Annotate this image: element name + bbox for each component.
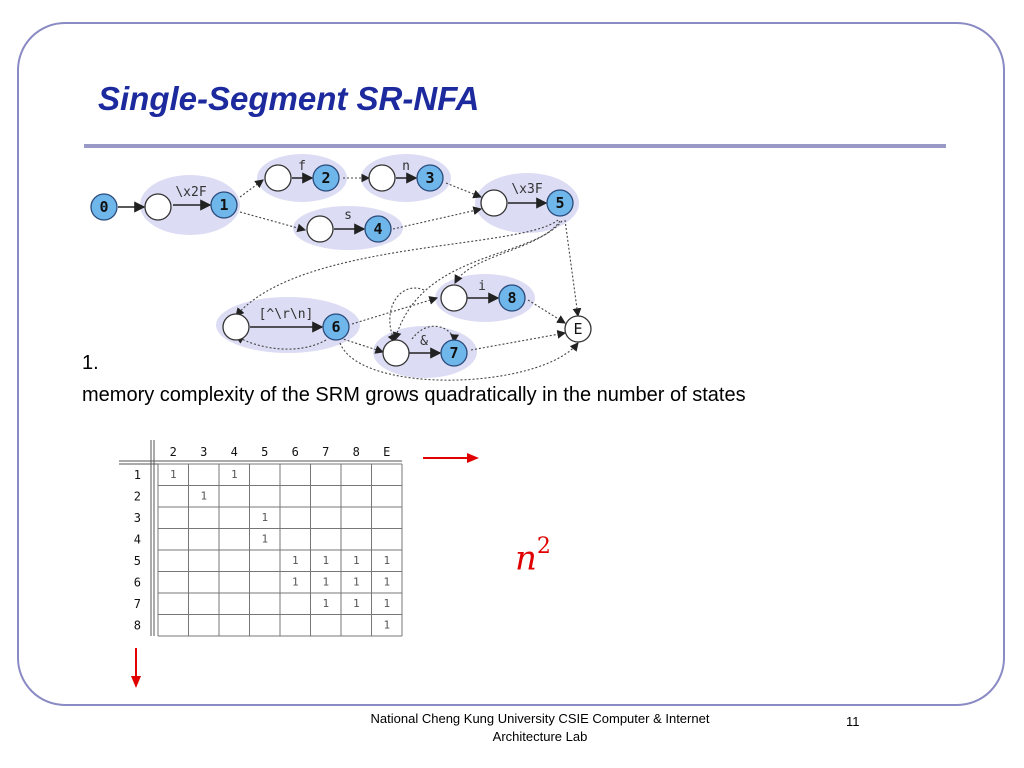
matrix-col-header: 3: [200, 445, 207, 459]
node-0: [90, 193, 118, 221]
edge-label-f: f: [298, 159, 306, 174]
edge-label-class: [^\r\n]: [259, 307, 314, 322]
matrix-cell: 1: [261, 511, 268, 524]
node-accept-e: [564, 315, 592, 343]
matrix-row-header: 6: [134, 576, 141, 590]
node-6-label: 6: [331, 318, 340, 336]
matrix-cell: 1: [322, 576, 329, 589]
n-squared-formula: n2: [515, 534, 551, 579]
matrix-row-header: 4: [134, 533, 141, 547]
node-blank-b: [264, 164, 292, 192]
title-divider: [84, 144, 946, 148]
matrix-col-header: 2: [170, 445, 177, 459]
edge-label-n: n: [402, 159, 410, 174]
matrix-cell: 1: [353, 597, 360, 610]
matrix-cell: 1: [383, 619, 390, 632]
formula-exponent: 2: [536, 534, 551, 559]
node-0-label: 0: [99, 198, 108, 216]
matrix-cell: 1: [292, 554, 299, 567]
slide-title: Single-Segment SR-NFA: [98, 80, 480, 117]
matrix-col-header: 8: [353, 445, 360, 459]
node-blank-a: [144, 193, 172, 221]
matrix-cell: 1: [353, 576, 360, 589]
node-5-label: 5: [555, 194, 564, 212]
matrix-cell: 1: [353, 554, 360, 567]
footer: National Cheng Kung University CSIE Comp…: [330, 710, 750, 746]
point-text: memory complexity of the SRM grows quadr…: [82, 384, 746, 406]
node-3-label: 3: [425, 169, 434, 187]
node-blank-d: [306, 215, 334, 243]
node-1: [210, 191, 238, 219]
node-5: [546, 189, 574, 217]
matrix-cell: 1: [322, 597, 329, 610]
matrix-col-header: E: [383, 445, 390, 459]
node-1-label: 1: [219, 196, 228, 214]
node-2: [312, 164, 340, 192]
node-8-label: 8: [507, 289, 516, 307]
node-e-label: E: [573, 320, 582, 338]
slide-frame: [17, 22, 1005, 706]
segment-class: [216, 297, 360, 353]
edge-label-amp: &: [420, 334, 428, 349]
matrix-cell: 1: [322, 554, 329, 567]
edge-label-s: s: [344, 208, 352, 223]
matrix-cell: 1: [383, 554, 390, 567]
matrix-cell: 1: [261, 533, 268, 546]
footer-line1: National Cheng Kung University CSIE Comp…: [370, 711, 710, 726]
matrix-cell: 1: [292, 576, 299, 589]
page-number: 11: [846, 714, 860, 729]
matrix-cell: 1: [231, 468, 238, 481]
matrix-cell: 1: [200, 490, 207, 503]
edge-label-x2f: \x2F: [175, 185, 206, 200]
footer-line2: Architecture Lab: [492, 729, 588, 744]
formula-base: n: [515, 538, 537, 579]
matrix-col-header: 5: [261, 445, 268, 459]
matrix-row-header: 3: [134, 511, 141, 525]
node-blank-g: [440, 284, 468, 312]
matrix-row-header: 7: [134, 597, 141, 611]
matrix-row-header: 1: [134, 468, 141, 482]
matrix-col-header: 4: [231, 445, 238, 459]
node-blank-f: [222, 313, 250, 341]
matrix-cell: 1: [170, 468, 177, 481]
matrix-cell: 1: [383, 597, 390, 610]
node-3: [416, 164, 444, 192]
node-blank-e: [480, 189, 508, 217]
arrow-down-icon: [131, 648, 141, 688]
matrix-row-header: 2: [134, 490, 141, 504]
node-blank-h: [382, 339, 410, 367]
node-6: [322, 313, 350, 341]
point-number: 1.: [82, 352, 99, 374]
matrix-col-header: 6: [292, 445, 299, 459]
node-7: [440, 339, 468, 367]
arrow-right-icon: [423, 453, 479, 463]
matrix-row-header: 8: [134, 619, 141, 633]
matrix-row-header: 5: [134, 554, 141, 568]
sr-nfa-diagram: 0 1 2 3 4 5 6 7 8 E \x2F f n s \x3F [^\r…: [90, 154, 592, 381]
node-blank-c: [368, 164, 396, 192]
edge-label-x3f: \x3F: [511, 182, 542, 197]
matrix-col-header: 7: [322, 445, 329, 459]
node-7-label: 7: [449, 344, 458, 362]
node-2-label: 2: [321, 169, 330, 187]
matrix-cell: 1: [383, 576, 390, 589]
node-4-label: 4: [373, 220, 382, 238]
node-8: [498, 284, 526, 312]
edge-label-i: i: [478, 279, 486, 294]
node-4: [364, 215, 392, 243]
